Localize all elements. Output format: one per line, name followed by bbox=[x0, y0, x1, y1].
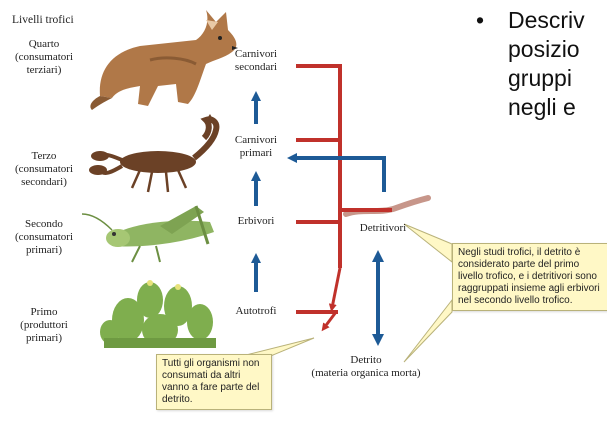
diagram-title: Livelli trofici bbox=[12, 14, 74, 26]
level-name: Secondo bbox=[0, 218, 88, 231]
level-third: Terzo (consumatori secondari) bbox=[0, 150, 88, 189]
level-desc: (consumatori bbox=[0, 163, 88, 176]
slide-bullet: • Descriv posizio gruppi negli e bbox=[478, 6, 607, 122]
level-desc: primari) bbox=[0, 244, 88, 257]
bullet-dot: • bbox=[476, 6, 484, 35]
detritus-label: Detrito (materia organica morta) bbox=[286, 354, 446, 380]
scorpion-illustration bbox=[89, 114, 216, 192]
level-desc: primari) bbox=[0, 332, 88, 345]
level-second: Secondo (consumatori primari) bbox=[0, 218, 88, 257]
detritus-subtitle: (materia organica morta) bbox=[286, 367, 446, 380]
callout-trophic-studies: Negli studi trofici, il detrito è consid… bbox=[452, 243, 607, 311]
group-label: Carnivori bbox=[218, 48, 294, 61]
cactus-illustration bbox=[100, 280, 216, 348]
level-desc: (produttori bbox=[0, 319, 88, 332]
level-desc: (consumatori bbox=[0, 231, 88, 244]
group-label: secondari bbox=[218, 61, 294, 74]
detritus-title: Detrito bbox=[286, 354, 446, 367]
group-herbivores: Erbivori bbox=[218, 215, 294, 228]
level-name: Quarto bbox=[0, 38, 88, 51]
level-fourth: Quarto (consumatori terziari) bbox=[0, 38, 88, 77]
group-primary-carnivores: Carnivori primari bbox=[218, 134, 294, 160]
group-label: Autotrofi bbox=[218, 305, 294, 318]
bullet-line-3: gruppi bbox=[478, 64, 607, 93]
group-autotrophs: Autotrofi bbox=[218, 305, 294, 318]
bullet-line-2: posizio bbox=[478, 35, 607, 64]
group-label: primari bbox=[218, 147, 294, 160]
bullet-line-1: Descriv bbox=[478, 6, 607, 35]
group-secondary-carnivores: Carnivori secondari bbox=[218, 48, 294, 74]
level-desc: (consumatori bbox=[0, 51, 88, 64]
callout-detritus: Tutti gli organismi non consumati da alt… bbox=[156, 354, 272, 410]
group-label: Carnivori bbox=[218, 134, 294, 147]
fox-illustration bbox=[90, 10, 238, 110]
detritivores-label: Detritivori bbox=[346, 222, 420, 235]
level-name: Primo bbox=[0, 306, 88, 319]
bullet-line-4: negli e bbox=[478, 93, 607, 122]
grasshopper-illustration bbox=[82, 206, 214, 262]
callout-pointer-studies-2 bbox=[404, 300, 452, 362]
group-label: Erbivori bbox=[218, 215, 294, 228]
level-desc: secondari) bbox=[0, 176, 88, 189]
level-first: Primo (produttori primari) bbox=[0, 306, 88, 345]
level-desc: terziari) bbox=[0, 64, 88, 77]
level-name: Terzo bbox=[0, 150, 88, 163]
